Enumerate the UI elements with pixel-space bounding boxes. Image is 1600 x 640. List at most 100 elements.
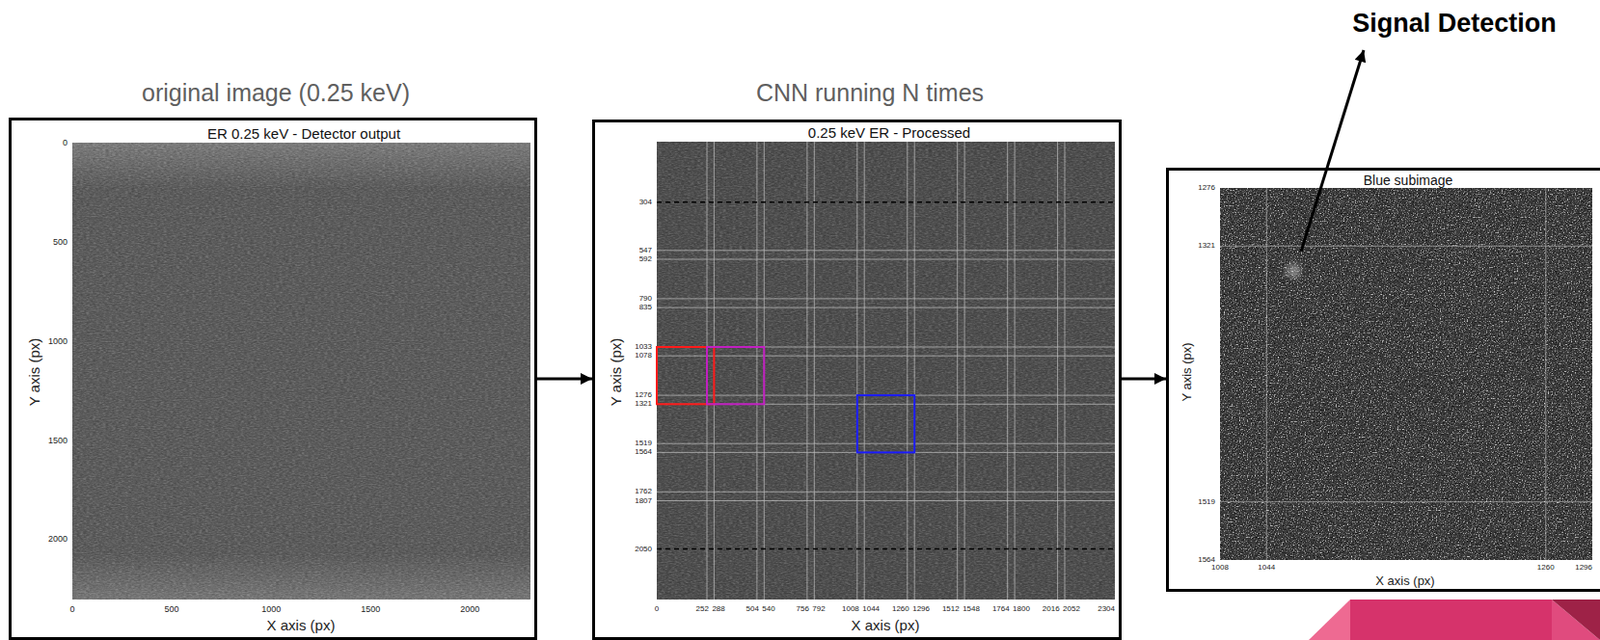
image-panel: CNN running N times0.25 keV ER - Process… — [592, 119, 1122, 640]
tick-label: 547 — [639, 246, 652, 255]
tick-label: 2052 — [1062, 605, 1081, 614]
image-noise — [72, 142, 531, 600]
tick-label: 1296 — [912, 605, 930, 614]
red-window — [656, 347, 714, 405]
tick-label: 756 — [796, 605, 810, 614]
tick-label: 790 — [639, 295, 652, 303]
plot-title: Blue subimage — [1363, 173, 1454, 188]
tick-label: 592 — [639, 255, 652, 264]
tick-label: 1008 — [1211, 564, 1229, 572]
blue-subimage — [1220, 188, 1593, 561]
grid-line — [914, 141, 916, 600]
grid-line — [1064, 141, 1066, 600]
tick-label: 1800 — [1012, 605, 1031, 614]
tick-label: 304 — [639, 198, 652, 207]
image-noise — [72, 142, 531, 600]
tick-label: 1764 — [992, 605, 1010, 614]
blue-window — [857, 395, 915, 453]
grid-line — [656, 355, 1115, 357]
tick-label: 1276 — [634, 391, 652, 400]
grid-line — [1220, 501, 1593, 503]
corner-decoration — [1308, 599, 1600, 640]
tick-label: 2050 — [634, 545, 652, 554]
tick-label: 2304 — [1097, 605, 1115, 614]
tick-label: 1078 — [634, 352, 652, 360]
image-ground — [72, 142, 531, 600]
image-speckle — [1220, 188, 1593, 561]
grid-line — [813, 141, 815, 600]
grid-line — [656, 249, 1115, 251]
leader-arrow — [1301, 50, 1364, 252]
plot-title: ER 0.25 keV - Detector output — [207, 126, 401, 141]
grid-line — [656, 298, 1115, 299]
tick-label: 792 — [812, 605, 825, 614]
grid-line — [656, 500, 1115, 502]
tick-label: 1033 — [634, 343, 652, 352]
tick-label: 1512 — [942, 605, 960, 614]
grid-line — [756, 141, 758, 600]
tick-label: 2000 — [460, 605, 480, 615]
image-ground — [1220, 188, 1593, 561]
tick-label: 1260 — [1537, 564, 1555, 572]
corner-shape — [1551, 599, 1600, 640]
grid-line — [1266, 188, 1268, 561]
grid-line — [1057, 141, 1058, 600]
tick-label: 1000 — [261, 605, 281, 615]
grid-line — [656, 307, 1115, 309]
tick-label: 835 — [639, 303, 652, 312]
tick-label: 1564 — [1197, 556, 1216, 565]
grid-line — [656, 491, 1115, 493]
grid-line — [656, 443, 1115, 445]
tick-label: 1260 — [892, 605, 910, 614]
tick-label: 1321 — [1197, 242, 1216, 250]
tick-label: 0 — [62, 138, 68, 148]
grid-line — [864, 141, 866, 600]
tick-label: 500 — [53, 237, 68, 246]
flow-arrow — [537, 378, 593, 381]
grid-line — [1220, 245, 1593, 247]
callout-label: Signal Detection — [1352, 10, 1557, 37]
tick-label: 1519 — [634, 439, 652, 448]
tick-label: 1548 — [962, 605, 980, 614]
dashed-limit — [656, 201, 1115, 204]
detector-image — [72, 142, 531, 600]
axis-label: Y axis (px) — [608, 338, 624, 407]
tick-label: 1044 — [862, 605, 880, 614]
image-ground — [656, 141, 1115, 600]
flow-arrow — [1121, 378, 1167, 381]
magenta-window — [706, 347, 764, 405]
grid-line — [1014, 141, 1016, 600]
corner-shape — [1551, 599, 1600, 640]
tick-label: 1321 — [634, 400, 652, 408]
grid-line — [906, 141, 908, 600]
grid-lines — [656, 141, 1115, 600]
tick-label: 500 — [164, 605, 180, 615]
grid-line — [656, 259, 1115, 261]
tick-label: 288 — [711, 605, 725, 614]
tick-label: 1044 — [1257, 564, 1275, 572]
tick-label: 2016 — [1042, 605, 1060, 614]
grid-line — [856, 141, 858, 600]
tick-label: 1762 — [634, 488, 652, 496]
tick-label: 1276 — [1197, 184, 1216, 192]
tick-label: 504 — [746, 605, 760, 614]
tick-label: 0 — [69, 605, 75, 615]
tick-label: 252 — [696, 605, 709, 614]
image-noise — [656, 141, 1115, 600]
axis-label: Y axis (px) — [1180, 342, 1194, 402]
dashed-limit — [656, 548, 1115, 551]
tick-label: 1807 — [634, 497, 652, 506]
tick-label: 1296 — [1574, 564, 1593, 572]
panel-heading: original image (0.25 keV) — [141, 81, 410, 106]
panel-heading: CNN running N times — [756, 81, 984, 106]
corner-shape — [1350, 599, 1552, 640]
tick-label: 1519 — [1197, 498, 1216, 507]
axis-label: Y axis (px) — [27, 338, 42, 407]
grid-lines — [1220, 188, 1593, 561]
image-noise — [656, 141, 1115, 600]
image-glow — [72, 142, 531, 600]
axis-label: X axis (px) — [851, 618, 921, 633]
tick-label: 1500 — [48, 435, 68, 445]
